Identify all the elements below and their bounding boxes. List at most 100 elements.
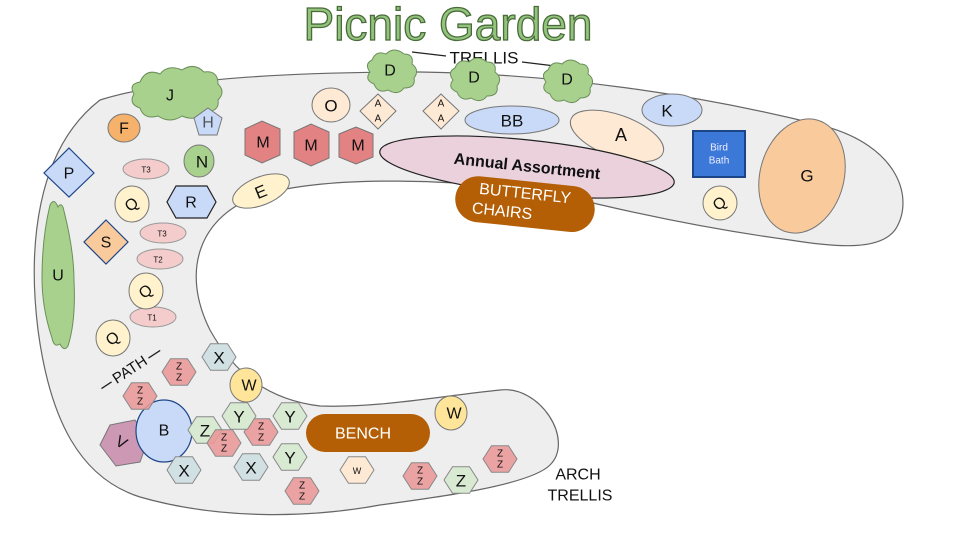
plant-label: T3	[141, 166, 151, 175]
plant-label: W	[446, 406, 462, 423]
plant-label: M	[351, 138, 364, 155]
plant-zz-hex[interactable]: ZZ	[161, 358, 197, 386]
hex-shape	[233, 453, 269, 481]
plant-zz-hex[interactable]: ZZ	[402, 462, 438, 490]
bench[interactable]: BENCH	[306, 414, 430, 452]
plant-f[interactable]: F	[107, 113, 141, 143]
plant-label: W	[353, 466, 362, 476]
plant-label: X	[178, 462, 189, 481]
plant-w-2[interactable]: W	[434, 395, 468, 431]
plant-label: A	[438, 99, 445, 110]
plant-q-1[interactable]: Q	[114, 185, 150, 223]
plant-t3-1[interactable]: T3	[122, 158, 170, 180]
plant-label: Y	[284, 408, 295, 427]
plant-q-4[interactable]: Q	[702, 185, 738, 221]
plant-label: H	[202, 115, 214, 132]
plant-t2[interactable]: T2	[136, 248, 184, 270]
plant-o[interactable]: O	[311, 87, 351, 123]
plant-label: Z	[497, 449, 503, 460]
plant-zz-hex[interactable]: ZZ	[284, 477, 320, 505]
plant-zz-hex[interactable]: ZZ	[482, 445, 518, 473]
plant-label: N	[196, 153, 208, 172]
plant-h[interactable]: H	[193, 107, 223, 136]
plant-e[interactable]: E	[228, 167, 294, 215]
plant-label: T1	[147, 314, 157, 323]
plant-label: Z	[221, 433, 227, 444]
bath-label: Bath	[709, 156, 730, 167]
plant-q-3[interactable]: Q	[95, 319, 131, 357]
chairs-label: CHAIRS	[471, 200, 533, 223]
plant-x-hex[interactable]: X	[233, 453, 269, 481]
plant-label: S	[101, 235, 112, 252]
plant-m-3[interactable]: M	[338, 126, 374, 165]
plant-d-bush-3[interactable]: D	[542, 59, 594, 104]
hex-shape	[166, 456, 202, 484]
plant-aa-1[interactable]: A A	[359, 93, 397, 130]
hex-shape	[122, 382, 158, 410]
plant-label: J	[166, 88, 174, 105]
plant-label: Z	[299, 481, 305, 492]
plant-zz-hex[interactable]: ZZ	[122, 382, 158, 410]
plant-y-hex[interactable]: Y	[272, 402, 308, 430]
hex-shape	[339, 456, 375, 484]
plant-k[interactable]: K	[641, 93, 703, 127]
plant-label: T2	[153, 256, 163, 265]
plant-label: D	[468, 70, 480, 87]
plant-zz-hex[interactable]: ZZ	[243, 418, 279, 446]
plant-label: A	[615, 125, 627, 145]
plant-label: W	[241, 378, 257, 395]
plant-label: Z	[221, 444, 227, 455]
plant-label: M	[256, 135, 269, 152]
plant-t3-2[interactable]: T3	[139, 222, 187, 244]
plant-n[interactable]: N	[183, 144, 215, 178]
plant-y-hex[interactable]: Y	[221, 402, 257, 430]
hex-shape	[201, 343, 237, 371]
plant-label: T3	[157, 230, 167, 239]
hex-shape	[243, 418, 279, 446]
plant-p[interactable]: P	[43, 147, 95, 198]
plant-y-hex[interactable]: Y	[272, 443, 308, 471]
plant-r[interactable]: R	[166, 185, 217, 219]
plant-label: R	[185, 195, 197, 212]
plant-x-hex[interactable]: X	[201, 343, 237, 371]
plant-m-2[interactable]: M	[293, 123, 330, 167]
plant-m-1[interactable]: M	[244, 120, 281, 164]
plant-label: Z	[176, 362, 182, 373]
arch-label: ARCH	[555, 467, 600, 484]
bird-bath[interactable]: Bird Bath	[692, 130, 746, 178]
plant-label: Y	[284, 449, 295, 468]
plant-t1[interactable]: T1	[129, 306, 177, 328]
plant-w-hex[interactable]: W	[339, 456, 375, 484]
plant-s[interactable]: S	[83, 219, 129, 265]
plant-label: O	[324, 97, 337, 116]
plant-x-hex[interactable]: X	[166, 456, 202, 484]
bench-label: BENCH	[335, 426, 391, 443]
plant-q-2[interactable]: Q	[128, 272, 164, 310]
plant-label: G	[800, 167, 813, 186]
plant-label: BB	[501, 112, 524, 131]
plant-z-hex[interactable]: Z	[443, 466, 479, 494]
plant-label: X	[213, 349, 224, 368]
plant-d-bush-2[interactable]: D	[449, 57, 501, 102]
plant-label: D	[384, 63, 396, 80]
plant-label: A	[438, 114, 445, 125]
plant-w-1[interactable]: W	[229, 367, 263, 403]
plant-label: Z	[258, 422, 264, 433]
hex-shape	[482, 445, 518, 473]
plant-j-bush[interactable]: J	[131, 66, 223, 121]
plant-label: Z	[497, 460, 503, 471]
plant-aa-2[interactable]: A A	[422, 93, 460, 130]
plant-u-shrub[interactable]: U	[41, 201, 75, 350]
trellis-line	[411, 51, 447, 57]
plant-label: X	[245, 459, 256, 478]
butterfly-chairs[interactable]: BUTTERFLY CHAIRS	[453, 174, 597, 234]
hex-shape	[402, 462, 438, 490]
plant-g[interactable]: G	[746, 109, 857, 243]
plant-bb[interactable]: BB	[464, 105, 560, 135]
plant-label: M	[304, 138, 317, 155]
page-title: Picnic Garden	[304, 0, 593, 50]
plant-d-bush-1[interactable]: D	[366, 49, 418, 94]
plant-label: Z	[417, 477, 423, 488]
plant-label: Z	[137, 397, 143, 408]
arch-trellis-label: TRELLIS	[548, 488, 613, 505]
